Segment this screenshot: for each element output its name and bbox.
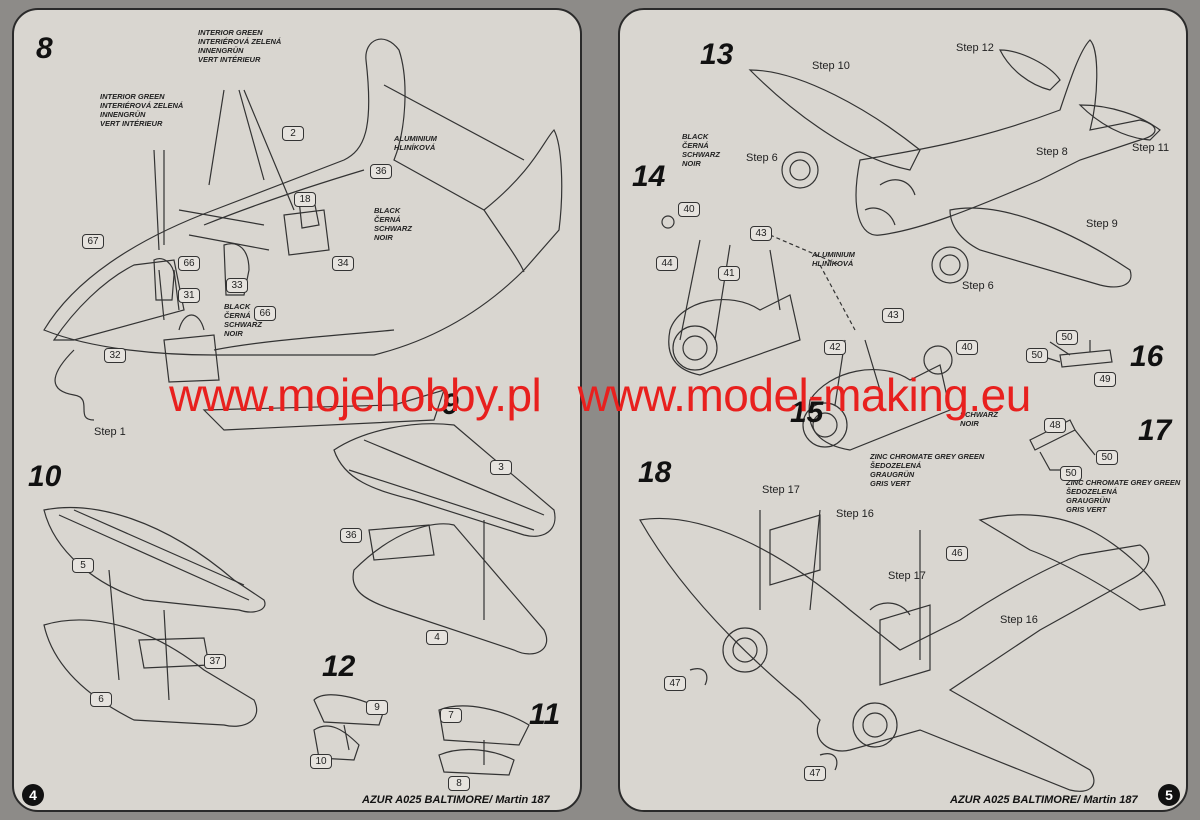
- part-number-37: 37: [204, 654, 226, 669]
- engine-step14: [668, 294, 801, 376]
- step-number-10: 10: [28, 460, 62, 493]
- page-footer-title: AZUR A025 BALTIMORE/ Martin 187: [950, 794, 1138, 806]
- part-number-7: 7: [440, 708, 462, 723]
- paint-note-aluminium-right: ALUMINIUM HLINÍKOVÁ: [812, 250, 855, 268]
- part-number-9: 9: [366, 700, 388, 715]
- part-number-36: 36: [370, 164, 392, 179]
- step-number-15: 15: [790, 396, 824, 429]
- step-reference-step10: Step 10: [812, 60, 850, 72]
- aileron-step12: [313, 694, 385, 726]
- part-number-67: 67: [82, 234, 104, 249]
- part-number-34: 34: [332, 256, 354, 271]
- canopy-frame: [52, 259, 185, 341]
- step-number-13: 13: [700, 38, 734, 71]
- part-number-33: 33: [226, 278, 248, 293]
- paint-note-interior-green-top: INTERIOR GREEN INTERIÉROVÁ ZELENÁ INNENG…: [198, 28, 282, 64]
- part-number-46: 46: [946, 546, 968, 561]
- part-number-18: 18: [294, 192, 316, 207]
- paint-note-interior-green-left: INTERIOR GREEN INTERIÉROVÁ ZELENÁ INNENG…: [100, 92, 184, 128]
- bracket-step16: [1059, 349, 1113, 368]
- step-reference-step17-a: Step 17: [762, 484, 800, 496]
- step-reference-step6-b: Step 6: [962, 280, 994, 292]
- step-reference-step6-a: Step 6: [746, 152, 778, 164]
- part-number-47-a: 47: [664, 676, 686, 691]
- part-number-2: 2: [282, 126, 304, 141]
- step-number-12: 12: [322, 650, 356, 683]
- part-number-48: 48: [1044, 418, 1066, 433]
- part-number-50-a: 50: [1056, 330, 1078, 345]
- paint-note-zinc-chromate-center: ZINC CHROMATE GREY GREEN ŠEDOZELENÁ GRAU…: [870, 452, 985, 488]
- paint-note-schwarz-noir: SCHWARZ NOIR: [960, 410, 998, 428]
- part-number-50-d: 50: [1060, 466, 1082, 481]
- part-number-66-a: 66: [178, 256, 200, 271]
- step-reference-step16-b: Step 16: [1000, 614, 1038, 626]
- step-reference-step8: Step 8: [1036, 146, 1068, 158]
- part-number-43-a: 43: [750, 226, 772, 241]
- step-reference-step9: Step 9: [1086, 218, 1118, 230]
- step-number-16: 16: [1130, 340, 1164, 373]
- watermark-overlay: www.mojehobby.pl www.model-making.eu: [0, 368, 1200, 422]
- part-number-49: 49: [1094, 372, 1116, 387]
- step-number-18: 18: [638, 456, 672, 489]
- part-number-40-a: 40: [678, 202, 700, 217]
- paint-note-aluminium: ALUMINIUM HLINÍKOVÁ: [394, 134, 437, 152]
- part-number-31: 31: [178, 288, 200, 303]
- aileron-step11: [438, 705, 530, 746]
- airplane-step13: [855, 39, 1156, 236]
- instruction-page-right: 13 14 15 16 17 18 Step 10 Step 12 Step 6…: [618, 8, 1188, 812]
- page-number-badge: 4: [22, 784, 44, 806]
- part-number-32: 32: [104, 348, 126, 363]
- watermark-text-left: www.mojehobby.pl: [169, 369, 542, 421]
- right-page-line-drawings: [639, 39, 1166, 792]
- step-reference-step16-a: Step 16: [836, 508, 874, 520]
- step-reference-step11: Step 11: [1132, 142, 1170, 154]
- paint-note-zinc-chromate-right: ZINC CHROMATE GREY GREEN ŠEDOZELENÁ GRAU…: [1066, 478, 1181, 514]
- part-number-44: 44: [656, 256, 678, 271]
- paint-note-black-center: BLACK ČERNÁ SCHWARZ NOIR: [224, 302, 262, 338]
- part-number-41: 41: [718, 266, 740, 281]
- step-reference-step17-b: Step 17: [888, 570, 926, 582]
- instruction-page-left: 8 9 10 11 12 INTERIOR GREEN INTERIÉROVÁ …: [12, 8, 582, 812]
- part-number-47-b: 47: [804, 766, 826, 781]
- airplane-step18: [639, 517, 1150, 792]
- step-number-11: 11: [529, 698, 561, 731]
- part-number-4: 4: [426, 630, 448, 645]
- part-number-8: 8: [448, 776, 470, 791]
- step-number-17: 17: [1138, 414, 1172, 447]
- step-number-8: 8: [36, 32, 53, 65]
- part-number-50-b: 50: [1026, 348, 1048, 363]
- paint-note-black-right: BLACK ČERNÁ SCHWARZ NOIR: [374, 206, 412, 242]
- part-number-6: 6: [90, 692, 112, 707]
- page-footer-title: AZUR A025 BALTIMORE/ Martin 187: [362, 794, 550, 806]
- page-number-badge: 5: [1158, 784, 1180, 806]
- wing-step9: [333, 423, 556, 537]
- seat-part: [163, 334, 220, 383]
- fuselage-outline: [43, 38, 563, 356]
- paint-note-black: BLACK ČERNÁ SCHWARZ NOIR: [682, 132, 720, 168]
- part-number-42: 42: [824, 340, 846, 355]
- part-number-66-b: 66: [254, 306, 276, 321]
- step-number-9: 9: [442, 388, 459, 421]
- step-number-14: 14: [632, 160, 666, 193]
- part-number-43-b: 43: [882, 308, 904, 323]
- part-number-3: 3: [490, 460, 512, 475]
- part-number-40-b: 40: [956, 340, 978, 355]
- part-number-5: 5: [72, 558, 94, 573]
- part-number-10: 10: [310, 754, 332, 769]
- part-number-50-c: 50: [1096, 450, 1118, 465]
- step-reference-step1: Step 1: [94, 426, 126, 438]
- part-number-36-b: 36: [340, 528, 362, 543]
- step-reference-step12: Step 12: [956, 42, 994, 54]
- watermark-text-right: www.model-making.eu: [577, 369, 1032, 421]
